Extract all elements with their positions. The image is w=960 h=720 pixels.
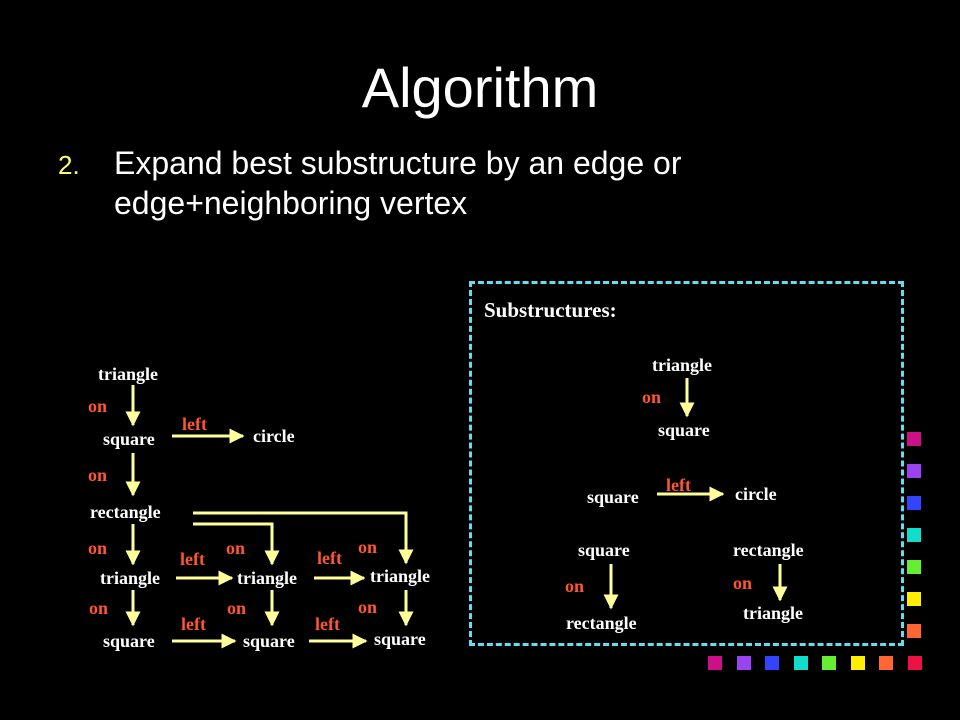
sub1-vertex-top: triangle — [652, 355, 712, 375]
decor-square — [907, 464, 921, 478]
sub3-vertex-top: square — [578, 540, 630, 560]
vertex-triangle-1: triangle — [100, 568, 160, 588]
edge-label-left-2: left — [180, 549, 205, 569]
decor-square — [907, 560, 921, 574]
slide-title: Algorithm — [361, 56, 599, 119]
sub4-edge-label: on — [733, 573, 753, 593]
edge-label-on-5: on — [358, 537, 378, 557]
decor-square — [907, 432, 921, 446]
decor-square — [907, 656, 922, 670]
vertex-rectangle: rectangle — [90, 502, 161, 522]
vertex-triangle-3: triangle — [370, 566, 430, 586]
decor-square — [907, 624, 921, 638]
vertex-square-1: square — [103, 631, 155, 651]
bullet-number: 2. — [58, 150, 80, 180]
decor-square — [907, 592, 921, 606]
sub4-vertex-bottom: triangle — [743, 603, 803, 623]
edge-label-on-6: on — [89, 598, 109, 618]
edge-label-on-3: on — [88, 538, 108, 558]
edge-label-on-2: on — [88, 465, 108, 485]
decor-square — [793, 656, 808, 670]
bullet-text: Expand best substructure by an edge or e… — [114, 143, 894, 223]
edge-label-left-1: left — [182, 414, 207, 434]
sub3-edge-label: on — [565, 576, 585, 596]
substructures-heading: Substructures: — [484, 298, 617, 322]
sub1-vertex-bottom: square — [658, 420, 710, 440]
bullet-line-1: Expand best substructure by an edge or — [114, 145, 682, 181]
edge-label-left-3: left — [317, 548, 342, 568]
decor-square — [850, 656, 865, 670]
sub3-vertex-bottom: rectangle — [566, 613, 637, 633]
decor-square — [708, 656, 722, 670]
edge-label-on-1: on — [88, 396, 108, 416]
sub2-edge-label: left — [666, 475, 691, 495]
edge-label-on-4: on — [226, 538, 246, 558]
decor-square — [736, 656, 751, 670]
sub1-edge-label: on — [642, 387, 662, 407]
vertex-square-3: square — [374, 629, 426, 649]
decor-square — [907, 528, 921, 542]
sub2-vertex-from: square — [587, 487, 639, 507]
edge-label-left-4: left — [181, 614, 206, 634]
decor-square — [879, 656, 893, 670]
sub2-vertex-to: circle — [735, 484, 777, 504]
edge-rect-tri2 — [193, 522, 280, 566]
vertex-triangle-2: triangle — [237, 568, 297, 588]
edge-label-left-5: left — [315, 614, 340, 634]
vertex-triangle-top: triangle — [98, 364, 158, 384]
vertex-square-top: square — [103, 429, 155, 449]
sub4-vertex-top: rectangle — [733, 540, 804, 560]
decor-square — [907, 496, 921, 510]
bullet-line-2: edge+neighboring vertex — [114, 185, 468, 221]
decor-square — [765, 656, 779, 670]
substructures-box — [469, 281, 904, 646]
vertex-square-2: square — [243, 631, 295, 651]
decor-square — [822, 656, 836, 670]
edge-rect-tri3 — [193, 511, 414, 565]
vertex-circle: circle — [253, 426, 295, 446]
edge-label-on-8: on — [358, 597, 378, 617]
edge-label-on-7: on — [227, 598, 247, 618]
